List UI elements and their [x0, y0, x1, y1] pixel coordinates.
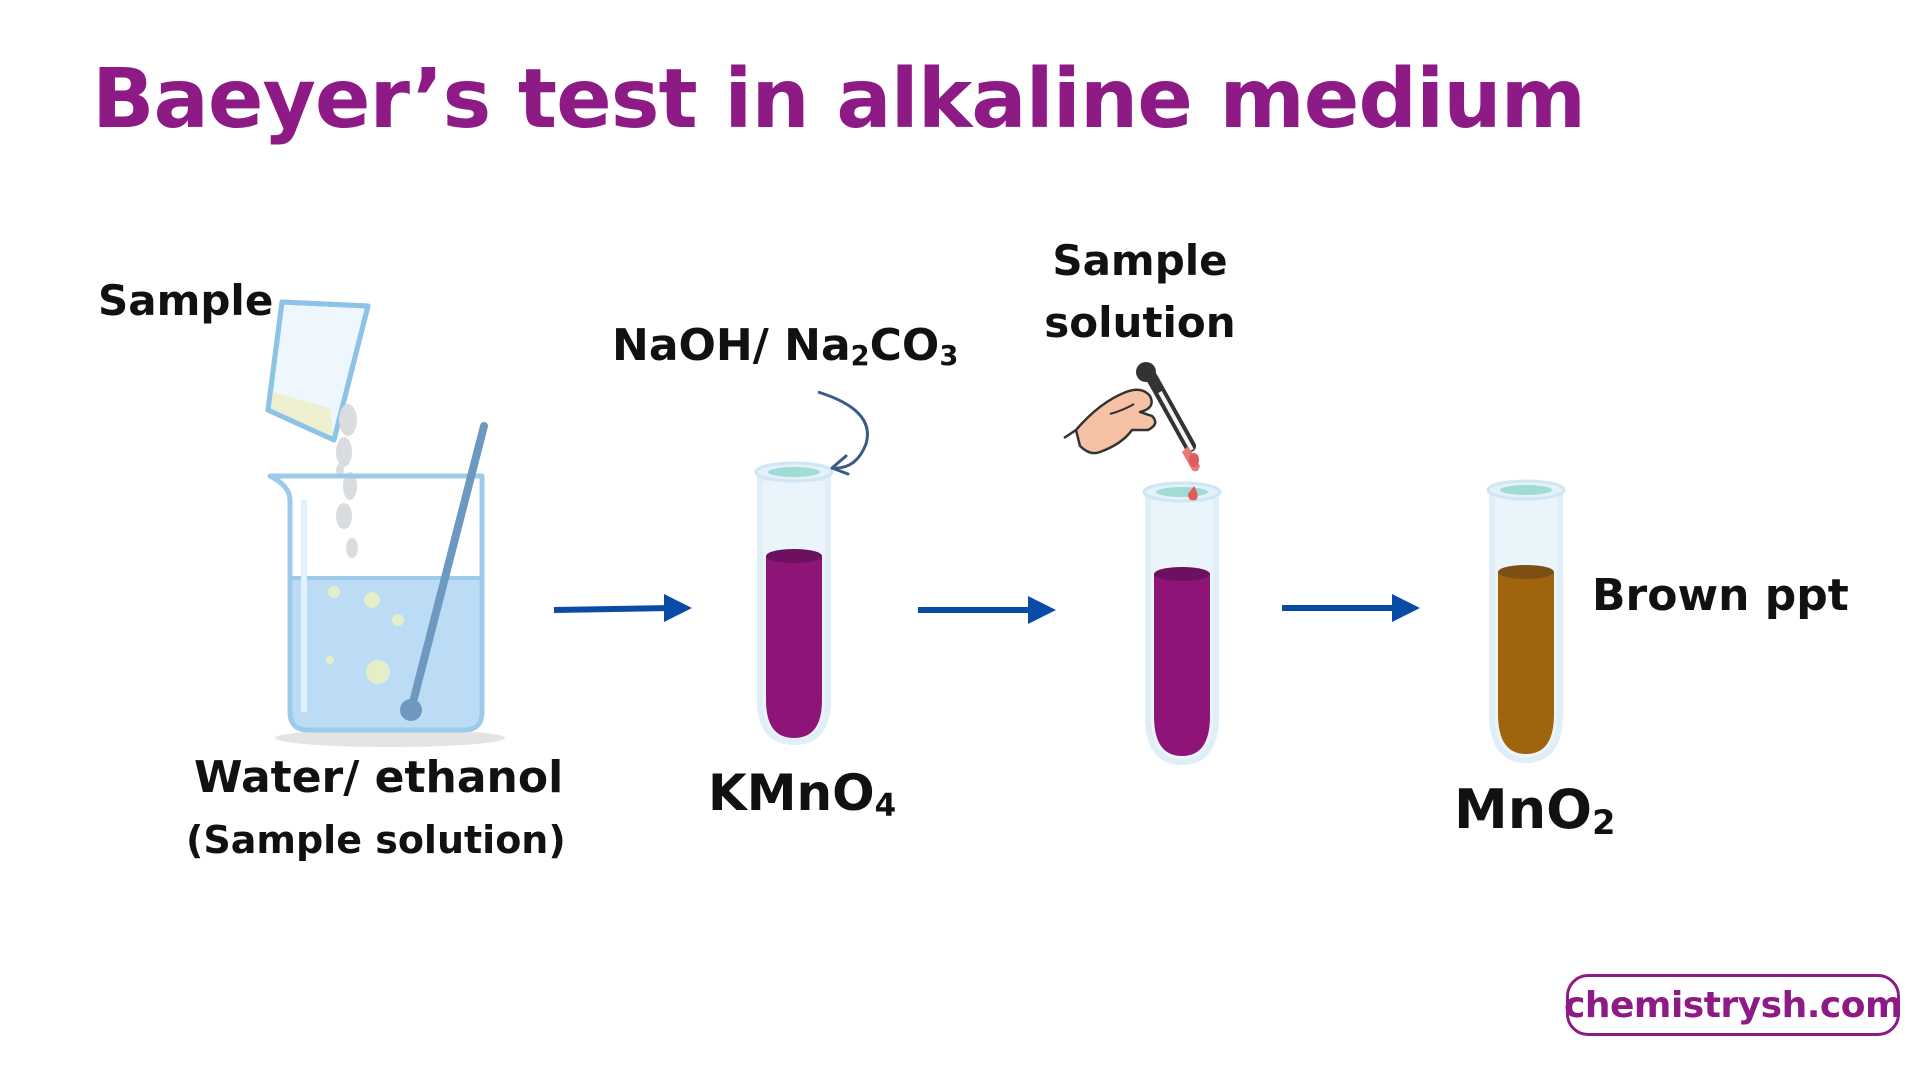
flow-arrow-icon — [553, 594, 692, 622]
flow-arrow-icon — [1282, 594, 1420, 622]
falling-powder — [336, 404, 358, 558]
flow-arrow-icon — [918, 596, 1056, 624]
beaker-icon — [267, 473, 505, 747]
base-label: NaOH/ Na2CO3 — [612, 320, 959, 372]
test-tube-kmno4 — [754, 461, 834, 746]
sample-label: Sample — [98, 276, 274, 325]
dropper-label-line1: Sample — [1052, 236, 1228, 285]
test-tube-mno2 — [1486, 479, 1566, 764]
curved-arrow-icon — [817, 390, 869, 476]
stirring-rod-icon — [400, 422, 488, 721]
page-title: Baeyer’s test in alkaline medium — [92, 52, 1586, 147]
test-tube-reaction — [1142, 481, 1222, 766]
solvent-label: Water/ ethanol — [194, 752, 564, 803]
dropper-label-line2: solution — [1044, 298, 1236, 347]
dropper-hand-icon — [1063, 362, 1200, 501]
solvent-note-label: (Sample solution) — [186, 818, 566, 862]
sample-cup-icon — [265, 299, 371, 443]
reagent-label: KMnO4 — [708, 764, 897, 824]
product-label: MnO2 — [1454, 778, 1616, 843]
site-watermark: chemistrysh.com — [1564, 974, 1902, 1036]
result-label: Brown ppt — [1592, 570, 1849, 621]
